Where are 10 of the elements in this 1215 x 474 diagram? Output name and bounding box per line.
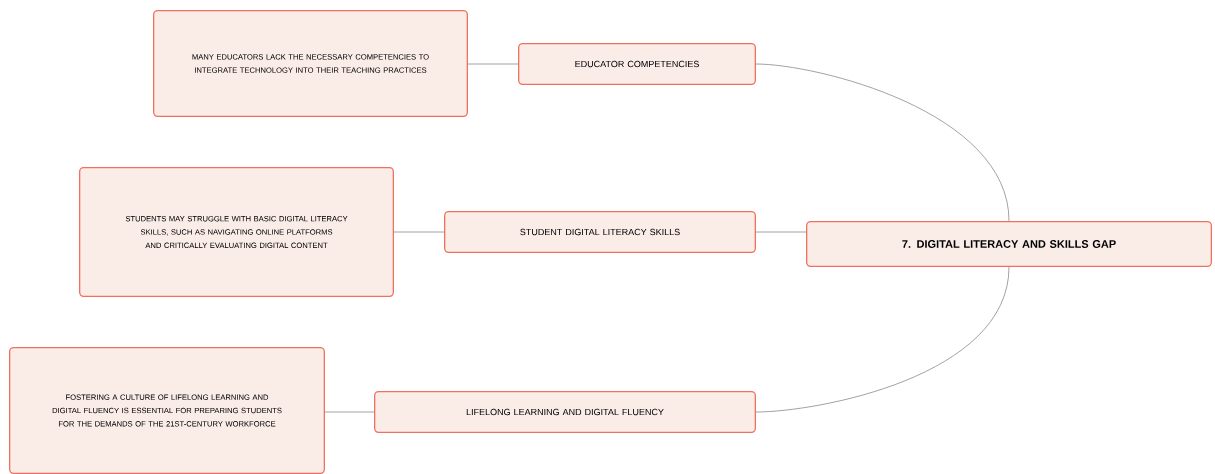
topic-box: 7. DIGITAL LITERACY AND SKILLS GAP (806, 221, 1212, 267)
connector-line (324, 411, 375, 413)
connector-line (755, 63, 1010, 222)
subtopic-box: STUDENT DIGITAL LITERACY SKILLS (444, 211, 756, 253)
connector-line (393, 231, 445, 233)
connector-line (755, 266, 1010, 413)
connector-line (755, 231, 807, 233)
subtopic-box: LIFELONG LEARNING AND DIGITAL FLUENCY (374, 391, 756, 433)
connector-line (467, 63, 519, 65)
subtopic-box: EDUCATOR COMPETENCIES (518, 43, 756, 85)
